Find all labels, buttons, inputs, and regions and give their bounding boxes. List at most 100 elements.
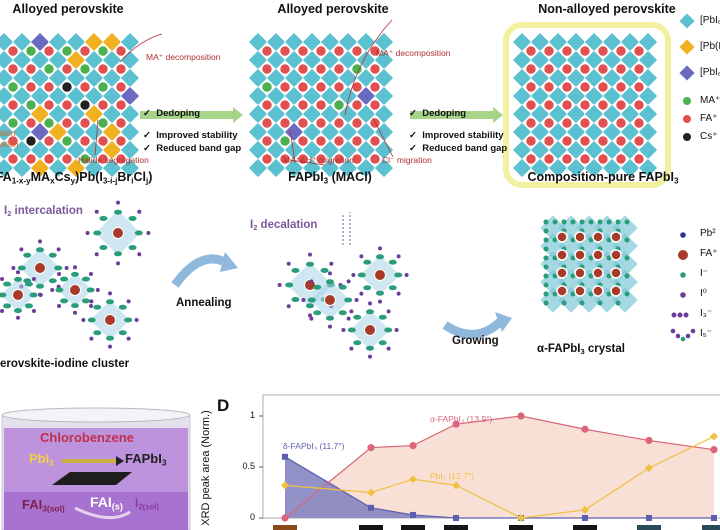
fai3-label: FAI3(sol) [22,497,65,514]
cation [615,135,627,147]
cation [79,135,91,147]
cation [543,135,555,147]
iodide-ion [114,251,122,257]
data-point [409,441,417,450]
cation [279,117,291,129]
fa-cation [574,267,586,279]
cation [43,153,55,165]
cation [525,135,537,147]
ion-legend-icon [678,250,688,260]
cation [25,45,37,57]
iodine-atom [277,283,282,287]
iodide-ion [588,291,594,297]
caption-composition-pure: Composition-pure FAPbI3 [527,170,679,186]
cation [579,117,591,129]
iodine-atom [354,298,359,302]
beaker-rim [1,407,191,423]
cation [525,45,537,57]
cation [97,99,109,111]
iodide-ion [543,219,549,225]
octahedron [102,158,122,178]
iodide-ion [597,219,603,225]
cation [351,135,363,147]
cation [43,45,55,57]
octahedron [512,158,532,178]
cation [579,63,591,75]
decomposition-arrow [119,33,163,63]
cation [525,63,537,75]
octahedron [530,158,550,178]
data-point [711,515,717,521]
iodide-ion [353,314,362,320]
iodide-ion [570,219,576,225]
iodide-ion [291,267,300,273]
growing-label: Growing [452,335,499,347]
iodide-ion [23,252,32,258]
iodide-ion [106,299,114,305]
iodide-ion [306,261,314,267]
cation [61,99,73,111]
iodide-ion [570,237,576,243]
cation [115,153,127,165]
cation [579,153,591,165]
series-line-1 [284,415,715,519]
i2-sol-label: I2(sol) [135,496,160,512]
iodine-atom [346,316,351,321]
cation [25,117,37,129]
check-icon: ✓ [409,108,417,119]
ma-h-migration-label: MA⁺&H⁺ migration [283,155,354,165]
cation [297,135,309,147]
data-point [581,425,589,433]
panel-a-title-3: Non-alloyed perovskite [538,2,676,16]
iodide-ion [552,219,558,225]
cation [615,99,627,111]
iodide-ion [71,303,79,309]
iodide-ion [570,291,576,297]
cation [597,153,609,165]
check-icon: ✓ [409,143,417,154]
caption-fapbi3-macl: FAPbI3 (MACl) [288,170,372,186]
iodide-ion [86,287,95,293]
iodide-ion [48,252,57,258]
fa-cation [364,324,376,336]
iodine-atom [346,279,351,284]
iodide-ion [624,219,630,225]
iodine-atom [308,313,312,318]
cation [561,81,573,93]
series-line-2 [284,435,715,519]
octahedron [374,158,394,178]
series-label: α-FAPbI₃ (13.9°) [430,414,493,424]
series-line-0 [284,456,714,519]
segregation-arrow [94,119,99,156]
legend-item: [PbI₆ [700,15,720,26]
iodine-atom [396,254,401,259]
fa-cation [592,249,604,261]
iodine-atom [38,239,42,244]
octahedron [602,158,622,178]
cation [297,45,309,57]
cation [351,45,363,57]
data-point [645,436,653,445]
fa-cation [592,231,604,243]
iodide-ion [118,304,127,310]
annealing-label: Annealing [176,297,232,309]
iodine-atom [368,354,372,359]
iodide-ion [285,282,294,288]
triiodide-legend-icon [671,312,677,318]
cation [543,45,555,57]
iodide-ion [106,335,114,341]
iodide-ion [624,255,630,261]
cation [297,81,309,93]
panel-a-title-1: Alloyed perovskite [12,2,124,16]
iodide-ion [552,237,558,243]
cation [261,99,273,111]
cation [97,81,109,93]
cation [633,135,645,147]
iodide-ion [543,246,549,252]
fa-cation [592,285,604,297]
cation [25,63,37,75]
fa-cation [610,285,622,297]
cation-legend-icon [683,133,691,141]
pentaiodide-legend-icon [685,333,691,339]
